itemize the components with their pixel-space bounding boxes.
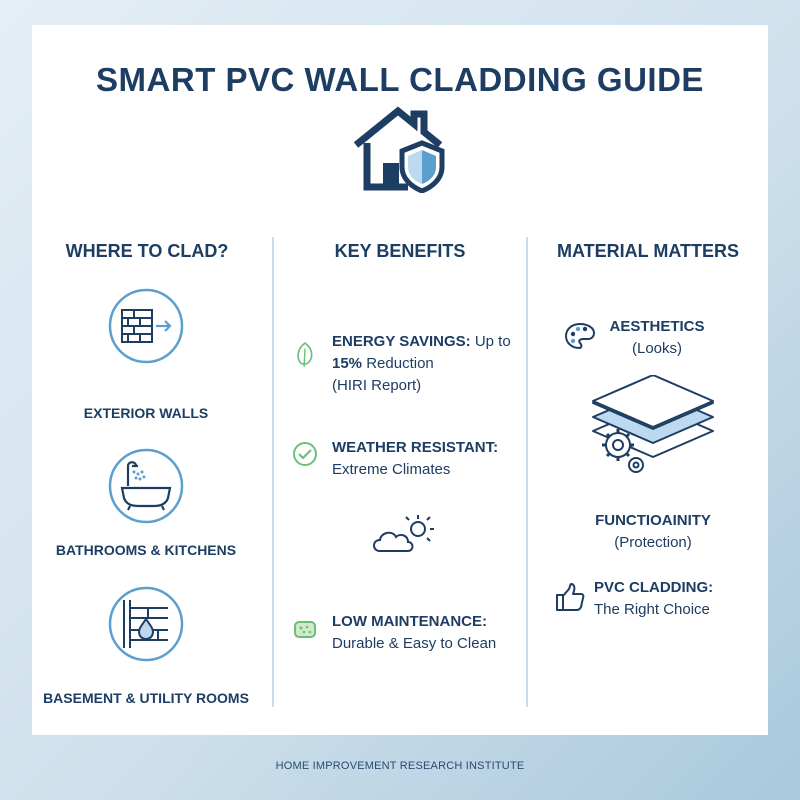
shower-bathtub-icon bbox=[108, 448, 184, 524]
house-shield-icon bbox=[353, 106, 445, 193]
location-label: BATHROOMS & KITCHENS bbox=[55, 542, 237, 558]
benefit-source: (HIRI Report) bbox=[332, 377, 422, 394]
benefit-detail: Reduction bbox=[366, 355, 434, 372]
benefit-title: LOW MAINTENANCE: bbox=[332, 613, 487, 630]
wall-water-drop-icon bbox=[108, 586, 184, 662]
guide-card: SMART PVC WALL CLADDING GUIDE WHERE TO C… bbox=[32, 25, 768, 735]
benefit-detail: Durable & Easy to Clean bbox=[332, 635, 497, 652]
benefit-title: WEATHER RESISTANT: bbox=[332, 439, 499, 456]
where-to-clad-heading: WHERE TO CLAD? bbox=[65, 241, 229, 261]
cloud-sun-icon bbox=[373, 515, 434, 552]
layers-gear-icon bbox=[592, 375, 714, 473]
benefit-low-maintenance: LOW MAINTENANCE: Durable & Easy to Clean bbox=[332, 611, 522, 655]
column-divider bbox=[526, 237, 528, 707]
material-title: FUNCTIOAINITY bbox=[595, 512, 711, 529]
material-aesthetics: AESTHETICS (Looks) bbox=[602, 316, 712, 360]
material-functionality: FUNCTIOAINITY (Protection) bbox=[588, 510, 718, 554]
benefit-detail: Up to bbox=[474, 333, 511, 350]
brick-wall-arrow-icon bbox=[108, 288, 184, 364]
material-title: PVC CLADDING: bbox=[594, 579, 714, 596]
material-sub: (Looks) bbox=[631, 340, 683, 357]
leaf-icon bbox=[297, 342, 313, 367]
material-title: AESTHETICS bbox=[609, 318, 705, 335]
benefit-energy-savings: ENERGY SAVINGS: Up to 15% Reduction (HIR… bbox=[332, 331, 522, 397]
material-choice: PVC CLADDING: The Right Choice bbox=[594, 577, 754, 621]
benefit-title: ENERGY SAVINGS: bbox=[332, 333, 471, 350]
benefit-percent: 15% bbox=[332, 355, 363, 372]
check-circle-icon bbox=[293, 442, 317, 466]
location-label: EXTERIOR WALLS bbox=[83, 405, 209, 421]
key-benefits-heading: KEY BENEFITS bbox=[334, 241, 466, 261]
material-sub: The Right Choice bbox=[594, 601, 710, 618]
column-divider bbox=[272, 237, 274, 707]
sponge-icon bbox=[294, 621, 316, 638]
page-title: SMART PVC WALL CLADDING GUIDE bbox=[96, 61, 704, 98]
material-sub: (Protection) bbox=[614, 534, 692, 551]
thumbs-up-icon bbox=[556, 583, 585, 611]
palette-icon bbox=[564, 322, 596, 350]
location-label: BASEMENT & UTILITY ROOMS bbox=[43, 690, 249, 706]
footer-credit: HOME IMPROVEMENT RESEARCH INSTITUTE bbox=[275, 760, 525, 772]
material-matters-heading: MATERIAL MATTERS bbox=[557, 241, 739, 261]
benefit-detail: Extreme Climates bbox=[332, 461, 451, 478]
benefit-weather-resistant: WEATHER RESISTANT: Extreme Climates bbox=[332, 437, 522, 481]
